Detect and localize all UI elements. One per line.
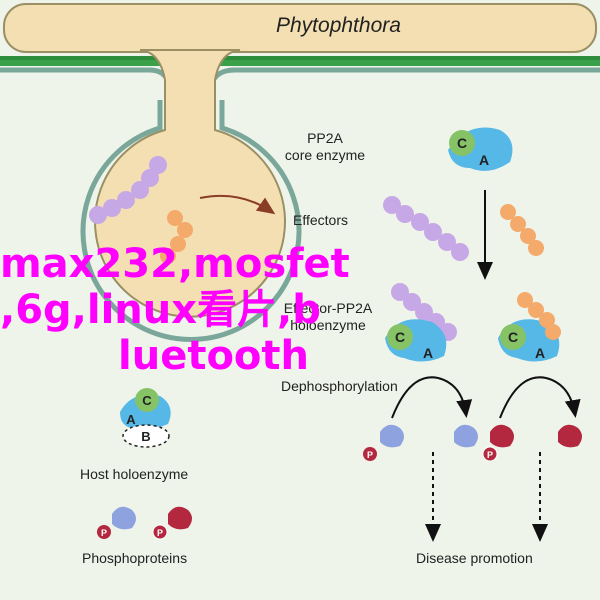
extrahaustorial-membrane bbox=[80, 100, 302, 342]
phosphoprotein-blue-left: P bbox=[363, 424, 404, 461]
dephosphorylation-arrow-right bbox=[499, 376, 581, 419]
host-membrane bbox=[0, 56, 600, 110]
phosphoprotein-red-legend: P bbox=[152, 506, 192, 540]
secretion-arrow bbox=[199, 194, 276, 215]
phospho-p-label: P bbox=[487, 450, 493, 460]
effector-orange-free bbox=[500, 204, 544, 256]
subunit-c-label: C bbox=[395, 329, 405, 345]
pathogen-title: Phytophthora bbox=[276, 14, 401, 37]
label-pp2a-core: PP2A core enzyme bbox=[284, 130, 366, 163]
phospho-p-label: P bbox=[157, 528, 163, 538]
label-effectors: Effectors bbox=[293, 212, 348, 228]
label-effector-pp2a-holoenzyme: Effector-PP2A holoenzyme bbox=[283, 300, 373, 333]
label-phosphoproteins: Phosphoproteins bbox=[82, 550, 188, 566]
protein-red-dephosphorylated bbox=[558, 424, 582, 448]
overlay-text-line-3: luetooth bbox=[118, 333, 309, 379]
phosphoprotein-blue-legend: P bbox=[97, 506, 136, 539]
overlay-text-line-2: ,6g,linux看片,b bbox=[0, 287, 321, 333]
phytophthora-hypha bbox=[3, 3, 597, 318]
label-dephosphorylation: Dephosphorylation bbox=[281, 378, 398, 394]
effector-purple-inside bbox=[89, 156, 167, 224]
effector-orange-inside bbox=[160, 210, 193, 264]
label-host-holoenzyme: Host holoenzyme bbox=[80, 466, 189, 482]
subunit-a-label: A bbox=[535, 345, 545, 361]
label-disease-promotion: Disease promotion bbox=[416, 550, 533, 566]
subunit-c-label: C bbox=[457, 135, 467, 151]
subunit-a-label: A bbox=[423, 345, 433, 361]
subunit-c-label: C bbox=[508, 329, 518, 345]
pp2a-core-complex: C A bbox=[448, 127, 513, 171]
subunit-a-label: A bbox=[126, 412, 136, 427]
overlay-text-line-1: max232,mosfet bbox=[0, 241, 350, 287]
subunit-a-label: A bbox=[479, 152, 489, 168]
dephosphorylation-arrow-left bbox=[391, 376, 473, 419]
host-holoenzyme: C A B bbox=[120, 388, 171, 448]
effector-pp2a-holoenzyme-orange: C A bbox=[498, 292, 561, 362]
phospho-p-label: P bbox=[367, 450, 373, 460]
phospho-p-label: P bbox=[101, 528, 107, 538]
protein-blue-dephosphorylated bbox=[454, 424, 478, 448]
effector-purple-free bbox=[383, 196, 469, 261]
subunit-b-label: B bbox=[141, 429, 150, 444]
phosphoprotein-red-left: P bbox=[482, 424, 514, 462]
effector-pp2a-holoenzyme-purple: C A bbox=[385, 283, 457, 362]
subunit-c-label: C bbox=[142, 393, 152, 408]
